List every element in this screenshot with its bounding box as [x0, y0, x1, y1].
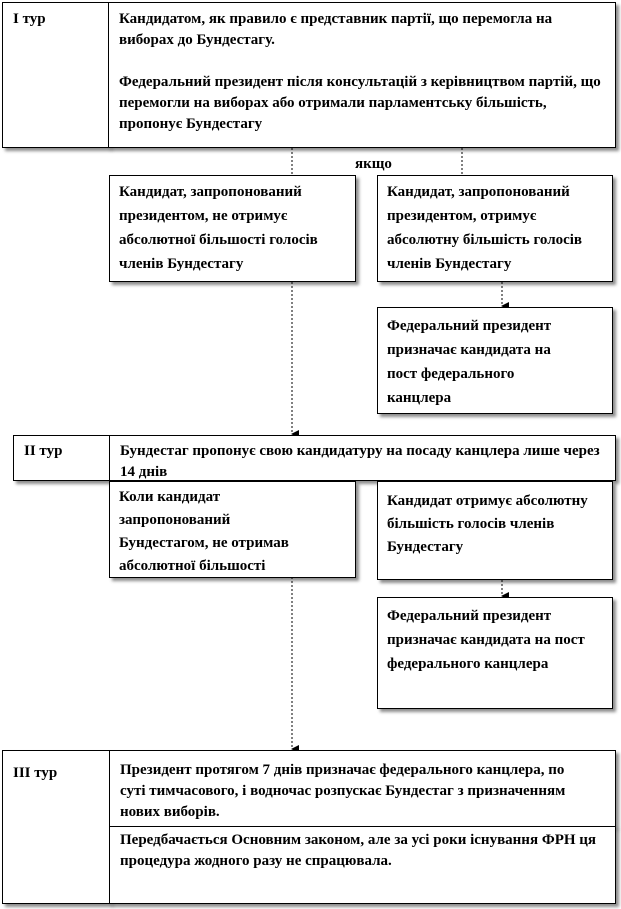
round3-content-cell-bottom: Передбачається Основним законом, але за …	[109, 826, 616, 904]
if-label: якщо	[355, 156, 392, 172]
r1-result-box: Федеральний президент призначає кандидат…	[377, 307, 613, 414]
round3-label: ІІІ тур	[13, 765, 58, 781]
round1-label-cell: І тур	[2, 2, 109, 148]
r2-right-box: Кандидат отримує абсолютну більшість гол…	[377, 481, 613, 580]
r1-right-box: Кандидат, запропонований президентом, от…	[377, 175, 613, 282]
r2-result-box: Федеральний президент призначає кандидат…	[377, 597, 613, 709]
round3-text-1: Президент протягом 7 днів призначає феде…	[120, 762, 566, 820]
round1-label: І тур	[13, 11, 46, 27]
round2-content-cell: Бундестаг пропонує свою кандидатуру на п…	[109, 435, 616, 481]
r1-right-text: Кандидат, запропонований президентом, от…	[387, 184, 583, 272]
round2-label-cell: ІІ тур	[13, 435, 110, 481]
r1-left-text: Кандидат, запропонований президентом, не…	[119, 184, 318, 272]
r1-left-box: Кандидат, запропонований президентом, не…	[109, 175, 356, 282]
round3-text-2: Передбачається Основним законом, але за …	[120, 832, 597, 869]
r1-result-text: Федеральний президент призначає кандидат…	[387, 318, 552, 406]
round1-content-cell: Кандидатом, як правило є представник пар…	[108, 2, 616, 148]
round2-label: ІІ тур	[24, 443, 63, 459]
r2-left-text: Коли кандидат запропонований Бундестагом…	[119, 489, 289, 574]
round1-text-1: Кандидатом, як правило є представник пар…	[119, 11, 553, 48]
r2-right-text: Кандидат отримує абсолютну більшість гол…	[387, 493, 588, 555]
round1-text-2: Федеральний президент після консультацій…	[119, 74, 601, 132]
round2-text: Бундестаг пропонує свою кандидатуру на п…	[120, 443, 600, 480]
round3-label-cell: ІІІ тур	[2, 750, 110, 904]
round3-content-cell-top: Президент протягом 7 днів призначає феде…	[109, 750, 616, 827]
r2-result-text: Федеральний президент призначає кандидат…	[387, 608, 585, 672]
r2-left-box: Коли кандидат запропонований Бундестагом…	[109, 481, 356, 578]
